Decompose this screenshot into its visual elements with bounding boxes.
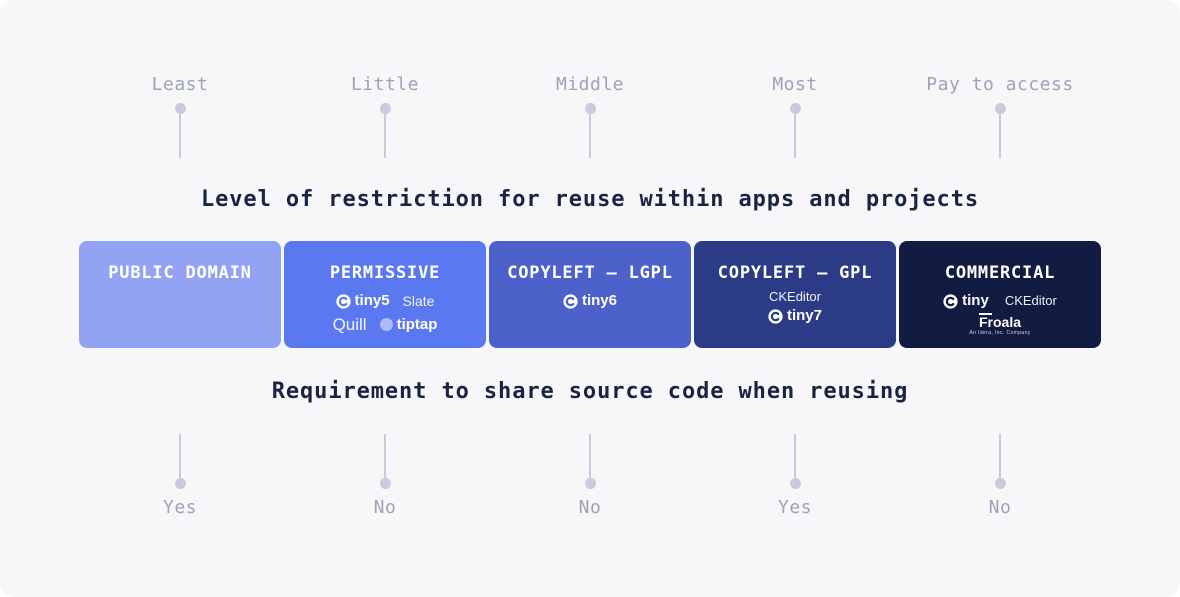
scale-label: Yes — [162, 497, 197, 518]
top-scale: Least Little Middle Most Pay to access — [79, 74, 1101, 158]
card-logos: tiny5 Slate Quill tiptap — [333, 292, 438, 334]
pin-line — [999, 434, 1001, 478]
pin-dot-icon — [379, 478, 391, 489]
pin-dot-icon — [174, 478, 186, 489]
tiny6-label: tiny6 — [581, 292, 617, 309]
license-cards: PUBLIC DOMAIN PERMISSIVE tiny5 Slate Qu — [79, 241, 1101, 348]
scale-label: Little — [350, 74, 420, 95]
froala-logo: Froala An Idera, Inc. Company — [969, 313, 1031, 336]
pin-dot-icon — [174, 103, 186, 114]
card-logos: tiny CKEditor Froala An Idera, Inc. Comp… — [943, 292, 1057, 336]
restriction-title: Level of restriction for reuse within ap… — [201, 187, 979, 212]
pin-line — [384, 114, 386, 158]
card-copyleft-lgpl: COPYLEFT — LGPL tiny6 — [489, 241, 691, 348]
tiny-icon — [335, 293, 351, 309]
card-title: PUBLIC DOMAIN — [108, 263, 252, 283]
pin-dot-icon — [789, 478, 801, 489]
tiptap-label: tiptap — [396, 315, 438, 333]
scale-label: Yes — [777, 497, 812, 518]
pin-line — [179, 114, 181, 158]
pin-line — [589, 434, 591, 478]
tiny-logo: tiny — [943, 292, 989, 310]
tiny-icon — [768, 308, 783, 324]
tiny7-logo: tiny7 — [768, 307, 822, 325]
card-copyleft-gpl: COPYLEFT — GPL CKEditor tiny7 — [694, 241, 896, 348]
ckeditor-logo: CKEditor — [768, 289, 821, 304]
pin-dot-icon — [994, 103, 1006, 114]
card-title: COMMERCIAL — [944, 263, 1056, 283]
tiny7-label: tiny7 — [786, 307, 822, 324]
top-scale-col-pay: Pay to access — [899, 74, 1101, 158]
pin-line — [589, 114, 591, 158]
card-title: COPYLEFT — GPL — [717, 263, 873, 283]
card-logos: CKEditor tiny7 — [768, 289, 822, 325]
top-scale-col-least: Least — [79, 74, 281, 158]
pin-dot-icon — [789, 103, 801, 114]
top-scale-col-most: Most — [694, 74, 896, 158]
card-permissive: PERMISSIVE tiny5 Slate Quill — [284, 241, 486, 348]
pin-line — [384, 434, 386, 478]
scale-label: Middle — [555, 74, 625, 95]
pin-line — [179, 434, 181, 478]
quill-logo: Quill — [332, 315, 367, 334]
card-public-domain: PUBLIC DOMAIN — [79, 241, 281, 348]
pin-dot-icon — [584, 478, 596, 489]
card-logos: tiny6 — [563, 292, 617, 310]
card-title: COPYLEFT — LGPL — [507, 263, 673, 283]
slate-logo: Slate — [402, 292, 435, 309]
pin-line — [999, 114, 1001, 158]
ckeditor-logo: CKEditor — [1004, 293, 1057, 308]
froala-subtext: An Idera, Inc. Company — [969, 330, 1031, 336]
card-title: PERMISSIVE — [329, 263, 441, 283]
tiny5-logo: tiny5 — [335, 292, 390, 310]
bottom-scale-col-3: No — [489, 434, 691, 518]
bottom-scale-col-2: No — [284, 434, 486, 518]
bottom-scale-col-1: Yes — [79, 434, 281, 518]
tiptap-logo: tiptap — [379, 315, 438, 334]
pin-dot-icon — [584, 103, 596, 114]
tiptap-icon — [379, 318, 393, 331]
tiny5-label: tiny5 — [354, 292, 390, 309]
bottom-scale-col-4: Yes — [694, 434, 896, 518]
scale-label: Most — [772, 74, 818, 95]
bottom-scale: Yes No No Yes No — [79, 434, 1101, 518]
scale-label: No — [373, 497, 397, 518]
pin-line — [794, 114, 796, 158]
scale-label: Pay to access — [926, 74, 1074, 95]
froala-label: Froala — [978, 313, 1021, 330]
pin-dot-icon — [379, 103, 391, 114]
bottom-scale-col-5: No — [899, 434, 1101, 518]
share-source-title: Requirement to share source code when re… — [271, 379, 909, 404]
card-commercial: COMMERCIAL tiny CKEditor Froala — [899, 241, 1101, 348]
scale-label: Least — [151, 74, 209, 95]
tiny6-logo: tiny6 — [563, 292, 617, 310]
tiny-label: tiny — [962, 292, 989, 309]
tiny-icon — [563, 293, 578, 309]
scale-label: No — [988, 497, 1012, 518]
tiny-icon — [943, 293, 958, 309]
top-scale-col-little: Little — [284, 74, 486, 158]
pin-line — [794, 434, 796, 478]
top-scale-col-middle: Middle — [489, 74, 691, 158]
pin-dot-icon — [994, 478, 1006, 489]
scale-label: No — [578, 497, 602, 518]
